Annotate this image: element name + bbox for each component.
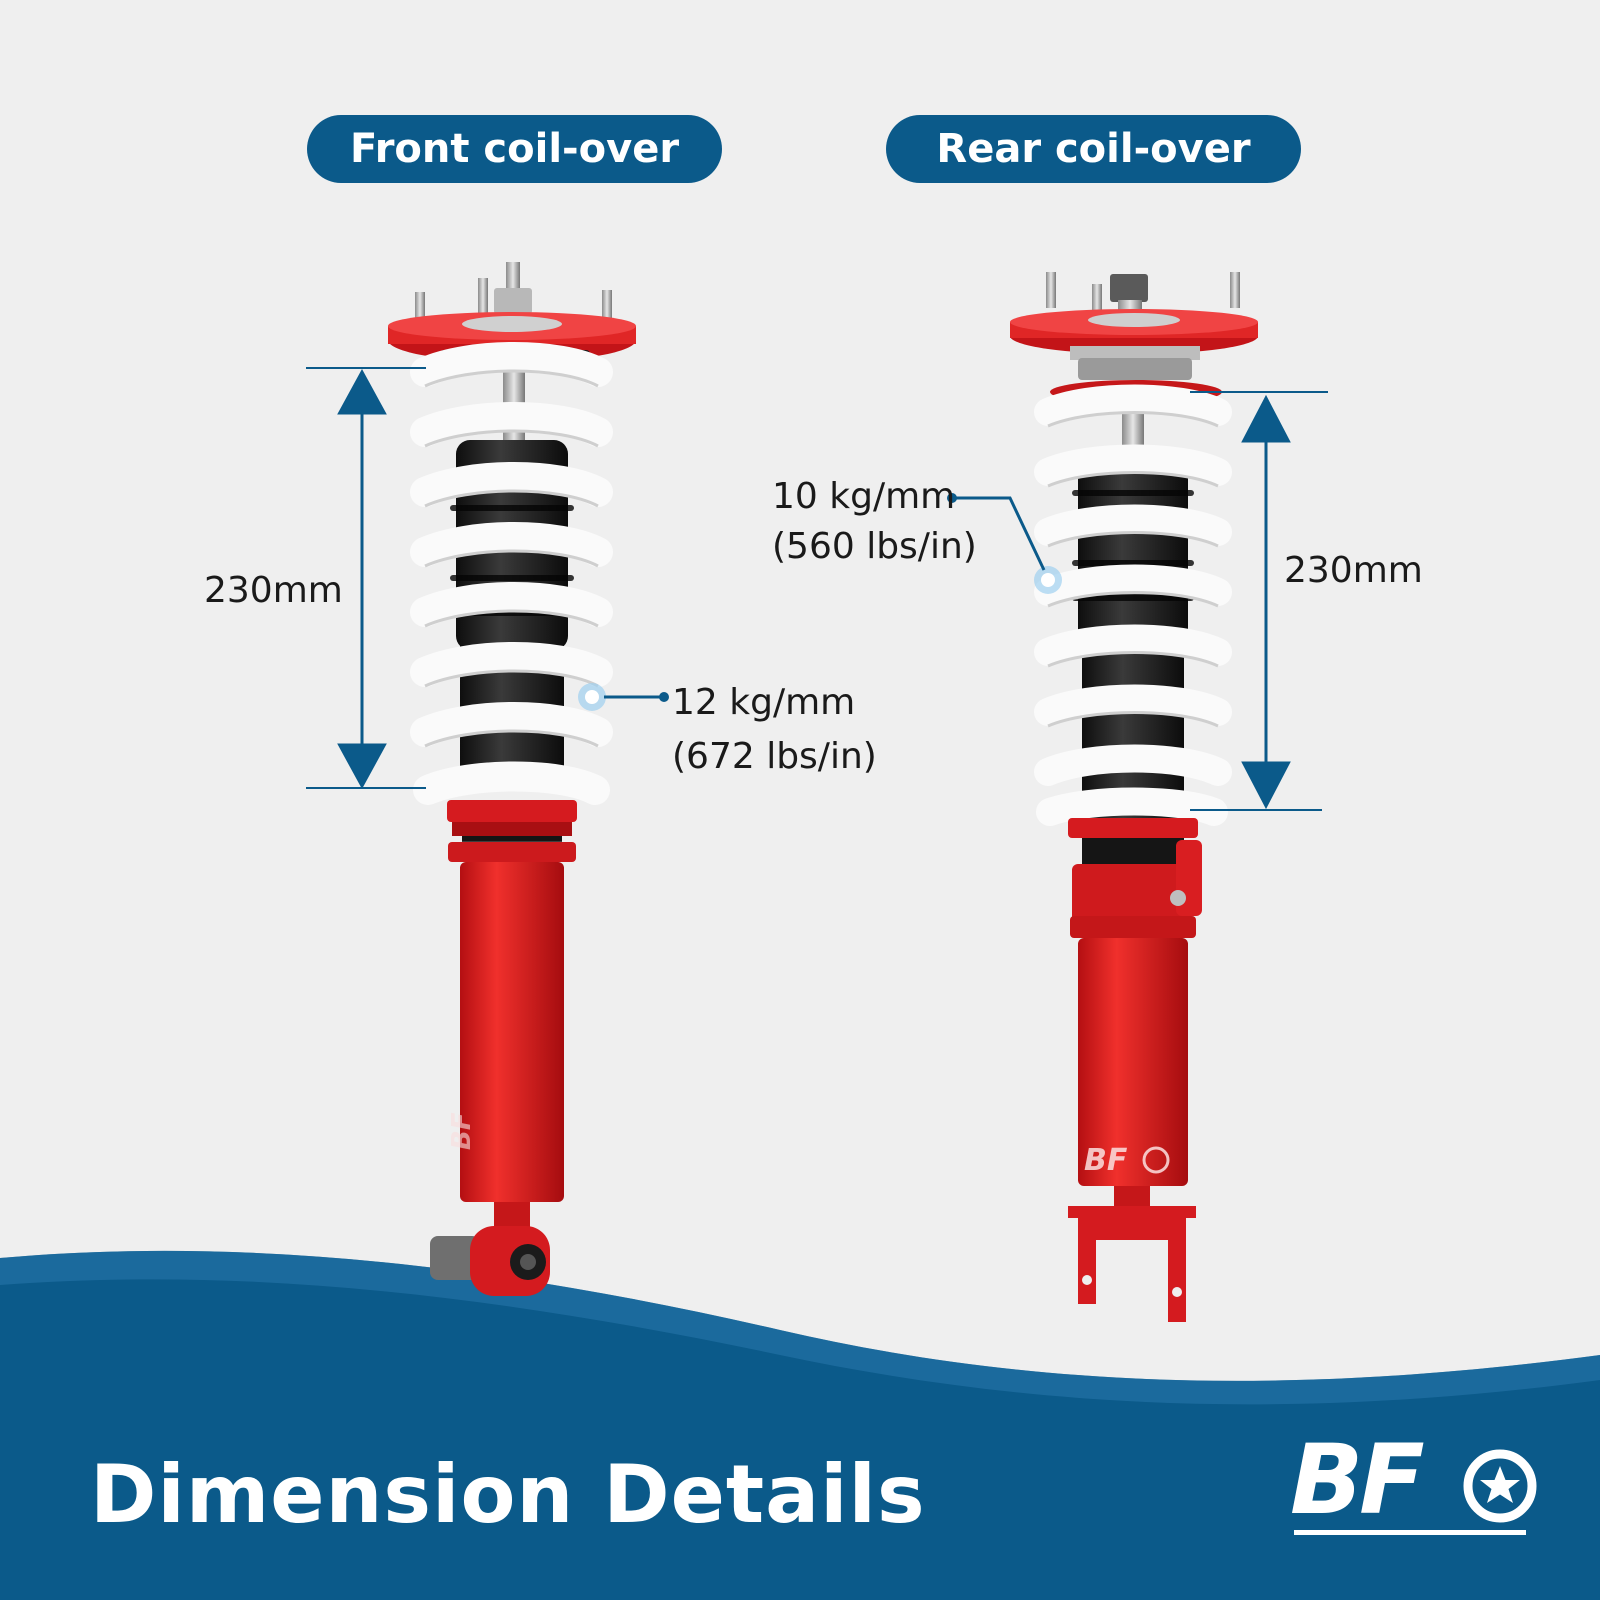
brand-logo-underline	[1294, 1530, 1526, 1535]
brand-logo-text: BF	[1290, 1424, 1425, 1536]
rear-rate-callout	[947, 493, 1062, 594]
front-coilover: BF	[388, 262, 636, 1296]
footer-wave	[0, 1250, 1600, 1600]
front-coilover-header: Front coil-over	[307, 115, 722, 183]
footer-title: Dimension Details	[90, 1448, 926, 1541]
front-dimension-line	[306, 367, 426, 790]
front-length-label: 230mm	[204, 570, 343, 611]
front-rate-kg: 12 kg/mm	[672, 682, 856, 723]
rear-dimension-line	[1190, 391, 1328, 811]
svg-text:BF: BF	[447, 1112, 477, 1150]
front-spring-rate: 12 kg/mm (672 lbs/in)	[672, 676, 877, 784]
footer-wave-light	[0, 1250, 1600, 1405]
rear-coilover: BF	[1010, 272, 1258, 1322]
brand-logo: BF	[1290, 1430, 1540, 1540]
front-rate-callout	[578, 683, 669, 711]
rear-coilover-header: Rear coil-over	[886, 115, 1301, 183]
rear-length-label: 230mm	[1284, 550, 1423, 591]
rear-rate-lbs: (560 lbs/in)	[772, 526, 977, 567]
rear-tube-brand-mark: BF	[1084, 1143, 1128, 1178]
star-emblem-icon	[1463, 1449, 1537, 1523]
rear-rate-kg: 10 kg/mm	[772, 476, 956, 517]
front-rate-lbs: (672 lbs/in)	[672, 736, 877, 777]
rear-spring-rate: 10 kg/mm (560 lbs/in)	[772, 472, 977, 572]
